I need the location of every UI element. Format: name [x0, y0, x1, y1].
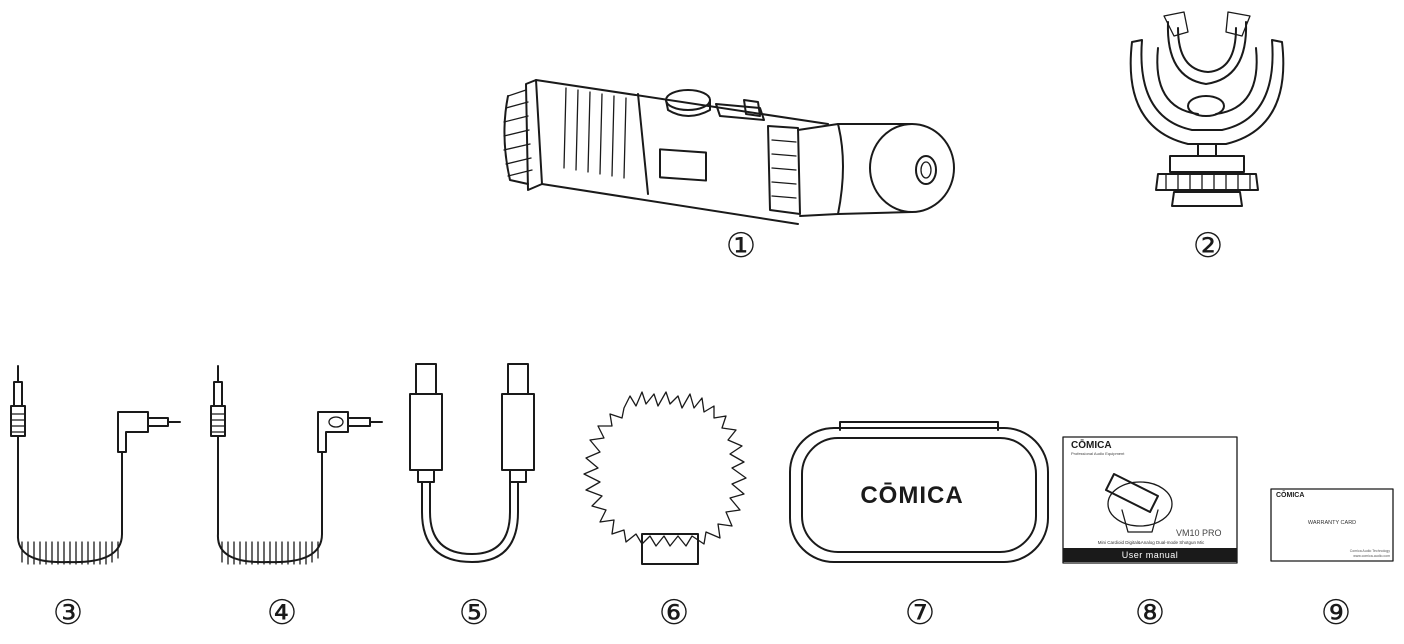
shock-mount-illustration [1129, 11, 1285, 207]
item-number-2: ② [1192, 226, 1224, 266]
item-number-4: ④ [266, 593, 298, 633]
trrs-cable [208, 365, 384, 574]
trs-cable [8, 365, 184, 574]
warranty-website: www.comica-audio.com [1353, 553, 1390, 558]
manual-tagline: Professional Audio Equipment [1071, 451, 1125, 456]
user-manual [1062, 436, 1238, 564]
item-number-9: ⑨ [1320, 593, 1352, 633]
item-number-8: ⑧ [1134, 593, 1166, 633]
usb-c-cable [404, 362, 544, 576]
trs-cable-illustration [10, 365, 181, 565]
case-illustration [789, 421, 1049, 563]
manual-footer: User manual [1063, 548, 1237, 562]
warranty-title: WARRANTY CARD [1307, 520, 1357, 526]
microphone-body [498, 64, 958, 225]
warranty-card-outline [1270, 488, 1394, 562]
trrs-cable-illustration [210, 365, 383, 565]
item-number-6: ⑥ [658, 593, 690, 633]
item-number-7: ⑦ [904, 593, 936, 633]
warranty-brand: CŌMICA [1276, 492, 1305, 499]
microphone-illustration [503, 79, 955, 225]
manual-description: Mini Cardioid Digital&Analog Dual-mode S… [1097, 540, 1205, 545]
item-number-5: ⑤ [458, 593, 490, 633]
warranty-card [1270, 488, 1394, 562]
furry-windscreen [580, 388, 760, 570]
usb-c-cable-illustration [409, 363, 535, 563]
carrying-case [788, 420, 1050, 564]
manual-cover [1062, 436, 1238, 564]
manual-model: VM10 PRO [1176, 528, 1222, 538]
item-number-1: ① [725, 226, 757, 266]
windscreen-illustration [583, 391, 747, 565]
warranty-company-name: Comica Audio Technology [1349, 549, 1390, 553]
item-number-3: ③ [52, 593, 84, 633]
warranty-company: Comica Audio Technology www.comica-audio… [1310, 549, 1390, 558]
shock-mount [1118, 8, 1296, 222]
manual-brand: CŌMICA [1071, 440, 1112, 451]
case-brand-logo: CŌMICA [860, 482, 964, 509]
